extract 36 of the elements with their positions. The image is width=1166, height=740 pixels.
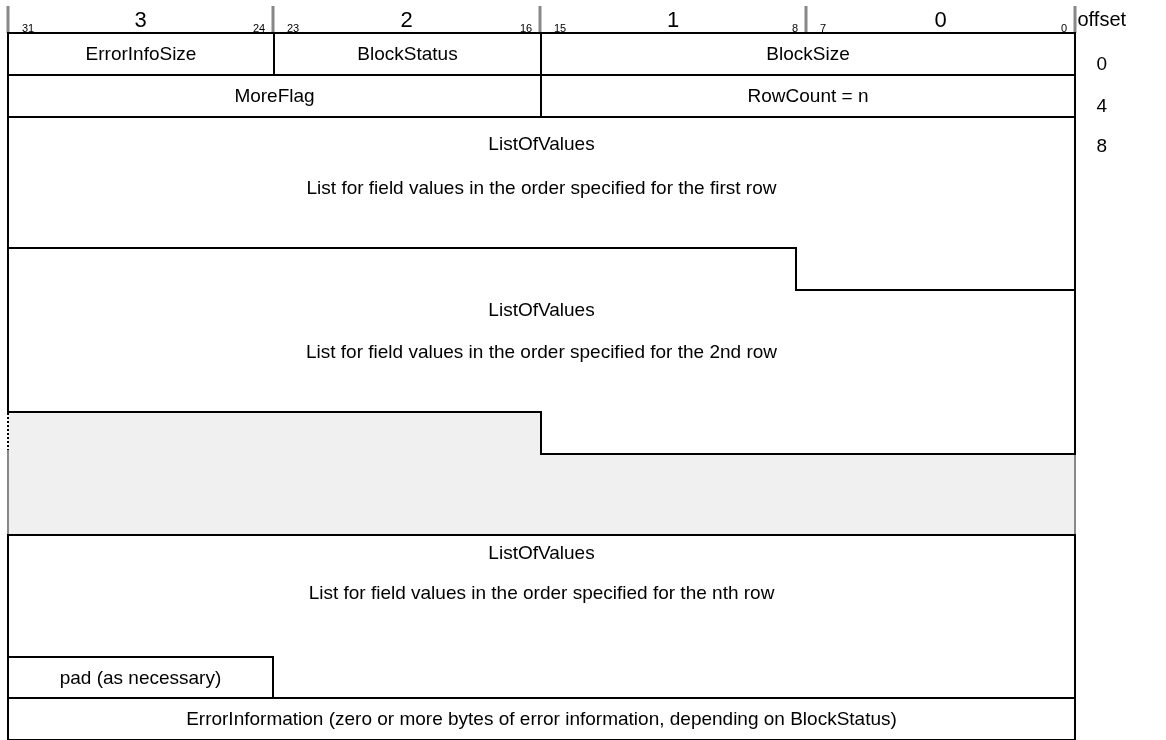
field-name: ErrorInformation (zero or more bytes of error information, depending on BlockStatus) xyxy=(186,708,897,730)
offset-value: 0 xyxy=(1096,53,1108,74)
byte-number: 3 xyxy=(134,8,147,32)
offset-value: 8 xyxy=(1096,135,1108,156)
field-name: RowCount = n xyxy=(747,85,869,107)
bit-number: 24 xyxy=(253,22,266,35)
field-box xyxy=(8,535,1075,698)
stepped-field-region xyxy=(8,248,1075,454)
stepped-field-region xyxy=(8,117,1075,290)
bit-number: 0 xyxy=(1061,22,1068,35)
field-name: ListOfValues xyxy=(488,299,595,321)
field-description: List for field values in the order specified for the first row xyxy=(306,177,777,199)
field-name: BlockSize xyxy=(766,43,850,65)
offset-value: 4 xyxy=(1096,95,1108,116)
bit-number: 7 xyxy=(820,22,827,35)
field-name: ListOfValues xyxy=(488,542,595,564)
field-box xyxy=(8,698,1075,740)
field-description: List for field values in the order specified for the 2nd row xyxy=(306,341,777,363)
bit-number: 23 xyxy=(287,22,300,35)
bit-number: 15 xyxy=(554,22,567,35)
offset-heading: offset xyxy=(1077,8,1127,30)
field-box xyxy=(8,657,273,698)
byte-number: 0 xyxy=(934,8,947,32)
bit-number: 16 xyxy=(520,22,533,35)
field-box xyxy=(8,33,274,75)
field-name: BlockStatus xyxy=(357,43,458,65)
field-box xyxy=(541,33,1075,75)
bit-number: 8 xyxy=(792,22,799,35)
byte-number: 1 xyxy=(667,8,680,32)
field-name: pad (as necessary) xyxy=(59,666,222,689)
bit-number: 31 xyxy=(22,22,35,35)
field-name: MoreFlag xyxy=(234,85,315,107)
field-name: ErrorInfoSize xyxy=(85,43,197,65)
field-name: ListOfValues xyxy=(488,133,595,155)
field-description: List for field values in the order specified for the nth row xyxy=(308,582,775,604)
byte-number: 2 xyxy=(400,8,413,32)
